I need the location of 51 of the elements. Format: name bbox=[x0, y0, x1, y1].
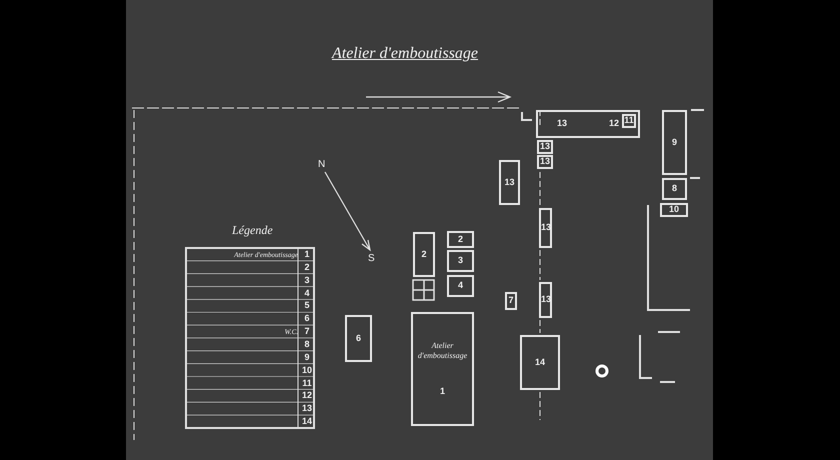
building-outline bbox=[520, 335, 560, 390]
legend-number: 7 bbox=[303, 327, 310, 336]
building-outline bbox=[447, 231, 474, 248]
room-label: 11 bbox=[624, 115, 634, 127]
room-label: 4 bbox=[458, 280, 463, 292]
room-label: 2 bbox=[421, 248, 426, 260]
legend-number: 9 bbox=[303, 352, 310, 362]
room-label: 13 bbox=[540, 141, 550, 153]
room-label: 6 bbox=[356, 332, 361, 344]
legend-number: 8 bbox=[303, 340, 310, 349]
legend-number: 6 bbox=[303, 314, 310, 324]
room-label: 3 bbox=[458, 255, 463, 267]
building-outline bbox=[499, 160, 520, 205]
legend-number: 5 bbox=[303, 301, 310, 310]
room-label: 12 bbox=[608, 118, 619, 130]
legend-number: 10 bbox=[300, 366, 313, 375]
room-label: 10 bbox=[668, 204, 679, 216]
building-outline bbox=[537, 155, 553, 169]
building-outline bbox=[413, 232, 435, 277]
room-label: 1 bbox=[440, 386, 445, 398]
legend-number: 13 bbox=[300, 404, 313, 414]
room-label: 7 bbox=[508, 295, 514, 307]
building-outline bbox=[505, 292, 517, 310]
building-outline bbox=[447, 275, 474, 297]
room-label: 14 bbox=[534, 356, 545, 368]
building-outline bbox=[345, 315, 372, 362]
room-label: 9 bbox=[672, 136, 677, 148]
legend-heading: Légende bbox=[232, 224, 273, 236]
compass-letter: N bbox=[318, 160, 326, 170]
building-outline bbox=[662, 110, 687, 175]
room-label: 8 bbox=[672, 183, 677, 195]
legend-number: 11 bbox=[301, 378, 313, 388]
legend-number: 14 bbox=[300, 417, 313, 426]
room-label: 13 bbox=[556, 118, 567, 130]
drawing-title: Atelier d'emboutissage bbox=[330, 44, 480, 64]
building-outline bbox=[537, 140, 553, 154]
room-label: 13 bbox=[504, 176, 514, 188]
legend-number: 4 bbox=[303, 288, 310, 298]
legend-number: 1 bbox=[303, 250, 310, 259]
room-label: 13 bbox=[540, 156, 550, 168]
building-outline bbox=[447, 250, 474, 272]
building-outline bbox=[411, 312, 474, 426]
building-outline bbox=[660, 203, 688, 217]
building-outline bbox=[536, 110, 640, 138]
room-label: 2 bbox=[458, 234, 463, 246]
legend-number: 3 bbox=[303, 276, 310, 285]
legend-number: 2 bbox=[303, 262, 310, 272]
compass-letter: S bbox=[368, 254, 375, 264]
building-outline bbox=[662, 178, 687, 200]
room-label: Atelier d'emboutissage bbox=[416, 340, 468, 361]
legend-number: 12 bbox=[300, 391, 313, 400]
